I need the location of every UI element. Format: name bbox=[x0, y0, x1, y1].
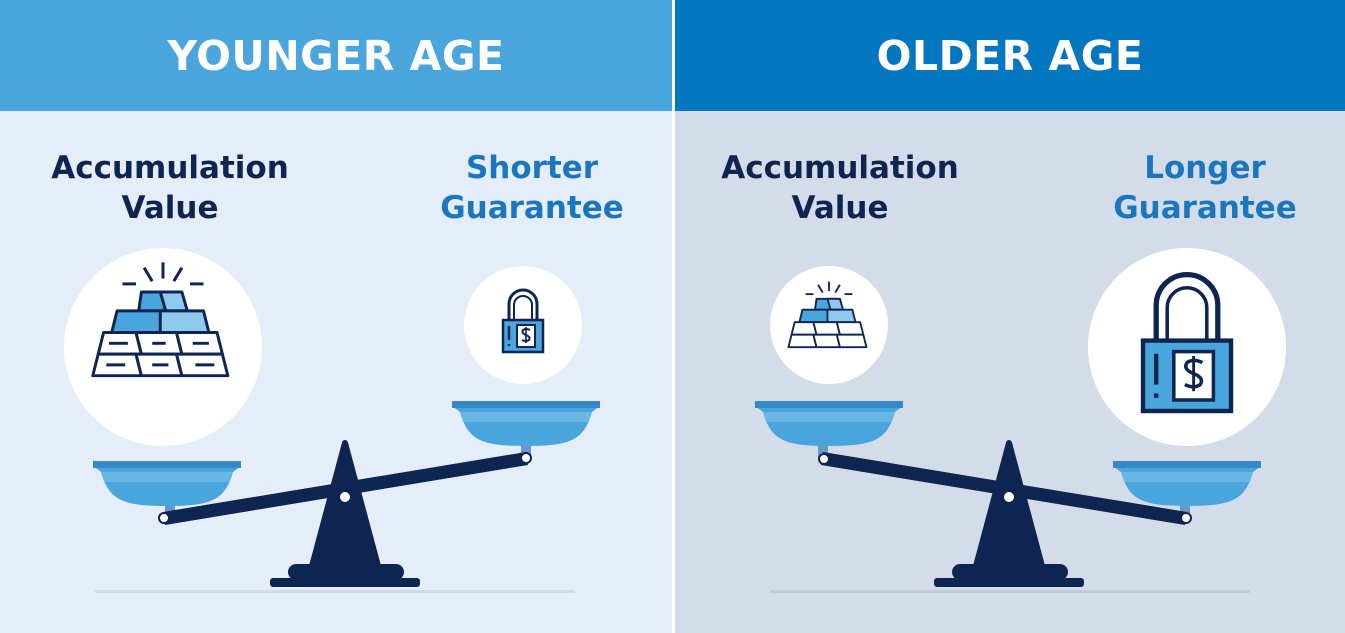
younger-age-title: YOUNGER AGE bbox=[0, 0, 672, 111]
accumulation-value-label-left: Accumulation Value bbox=[51, 150, 289, 226]
gold-bars-icon bbox=[91, 262, 230, 378]
older-age-title: OLDER AGE bbox=[675, 0, 1345, 111]
accumulation-value-circle-small bbox=[770, 266, 888, 384]
older-age-scale-scene bbox=[755, 248, 1286, 593]
accumulation-value-label-right: Accumulation Value bbox=[721, 150, 959, 226]
shorter-guarantee-label: Shorter Guarantee bbox=[440, 150, 624, 226]
ground-line bbox=[95, 590, 575, 593]
scale-fulcrum bbox=[270, 440, 420, 587]
scale-pan-right bbox=[452, 401, 600, 458]
scale-pan-left bbox=[755, 401, 903, 458]
dollar-lock-icon bbox=[501, 288, 545, 354]
older-age-panel: OLDER AGE Accumulation Value Longer Guar… bbox=[675, 0, 1345, 633]
gold-bars-icon bbox=[787, 281, 868, 349]
scale-pan-right bbox=[1113, 461, 1261, 518]
ground-line bbox=[770, 590, 1250, 593]
scale-fulcrum bbox=[934, 440, 1084, 587]
accumulation-value-circle-large bbox=[64, 248, 262, 446]
younger-age-scale-scene bbox=[64, 248, 600, 593]
scale-pan-left bbox=[93, 461, 241, 518]
younger-age-panel: YOUNGER AGE Accumulation Value Shorter G… bbox=[0, 0, 672, 633]
guarantee-circle-small bbox=[464, 266, 582, 384]
dollar-lock-icon bbox=[1140, 272, 1234, 414]
guarantee-circle-large bbox=[1088, 248, 1286, 446]
longer-guarantee-label: Longer Guarantee bbox=[1113, 150, 1297, 226]
